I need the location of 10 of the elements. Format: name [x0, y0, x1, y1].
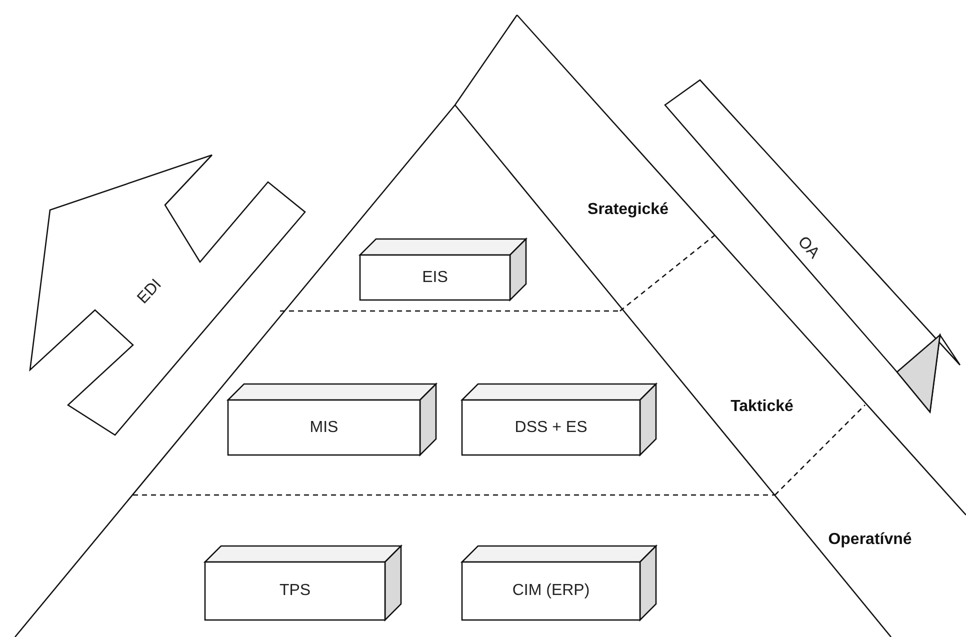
level-label: Operatívné: [828, 531, 912, 549]
node-label: CIM (ERP): [512, 582, 590, 600]
node-label: OA: [794, 233, 822, 263]
level-label: Srategické: [588, 201, 668, 219]
node-label: TPS: [279, 582, 311, 600]
node-label: MIS: [310, 418, 338, 436]
node-label: DSS + ES: [514, 418, 588, 436]
node-label: EIS: [422, 268, 448, 286]
node-label: EDI: [134, 276, 166, 308]
level-label: Taktické: [730, 398, 794, 416]
